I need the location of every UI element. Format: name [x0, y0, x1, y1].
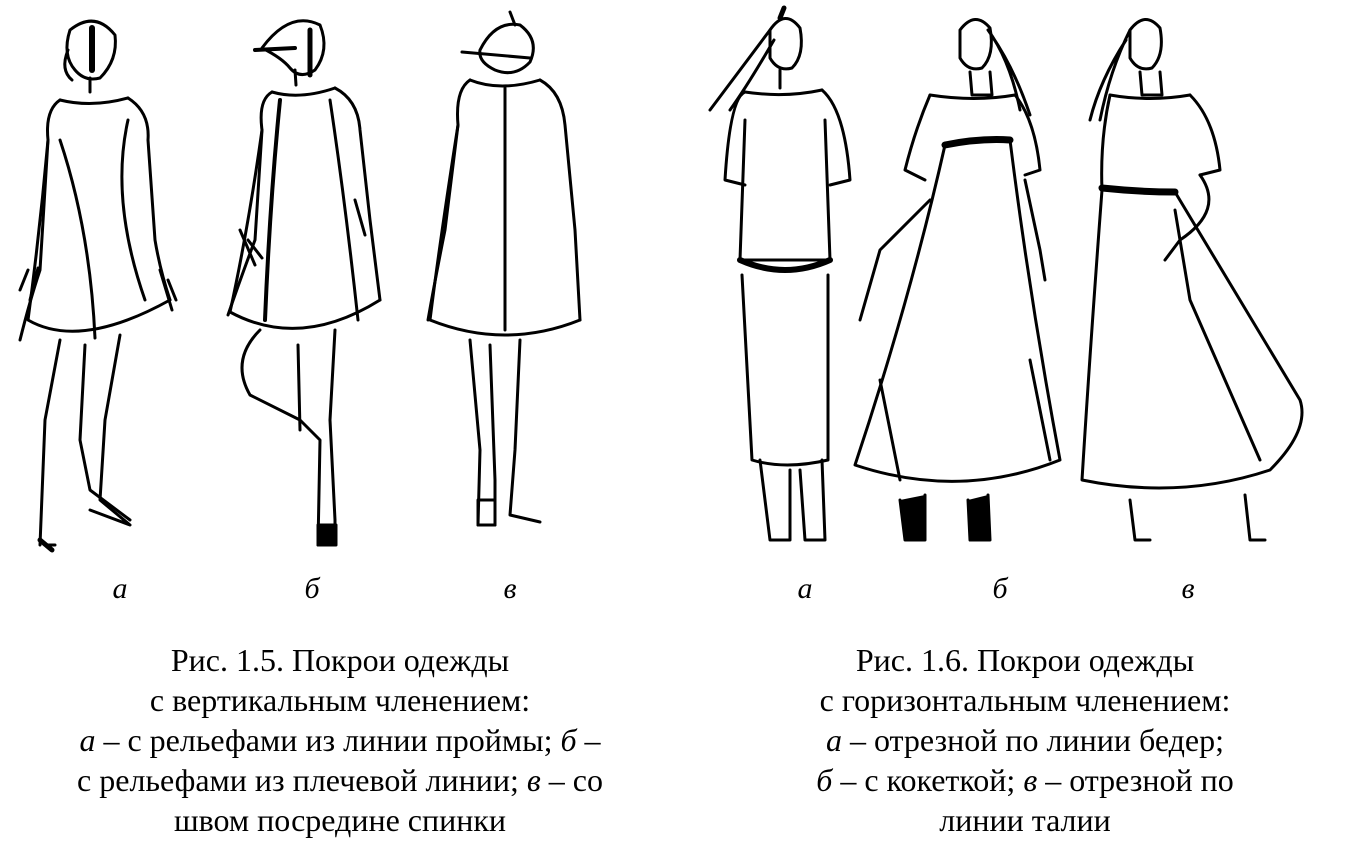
figure-1-6-key-v: в [1023, 762, 1038, 798]
figure-1-5-caption-line4: с рельефами из плечевой линии; в – со [0, 760, 680, 800]
figure-1-5-label-a: а [112, 572, 128, 605]
figure-1-5-key-v: в [526, 762, 541, 798]
figure-1-5-caption: Рис. 1.5. Покрои одежды с вертикальным ч… [0, 640, 680, 840]
figure-1-6-v-drawing [1080, 18, 1304, 542]
figure-1-6-label-a: а [797, 572, 813, 605]
figure-1-5-a-drawing [18, 19, 178, 553]
figure-1-6-desc-v-start: – отрезной по [1037, 762, 1234, 798]
figure-1-6-label-v: в [1181, 572, 1195, 605]
figure-1-5-label-v: в [503, 572, 517, 605]
figure-1-5-desc-b: с рельефами из плечевой линии; [77, 762, 527, 798]
figure-1-5-caption-line5: швом посредине спинки [173, 802, 507, 838]
figure-1-6-key-a: а [825, 722, 842, 758]
figure-1-6-b-drawing [853, 18, 1062, 542]
figure-1-6-caption-line5: линии талии [939, 802, 1111, 838]
figure-1-6-a-drawing [708, 5, 852, 542]
figure-1-6-caption: Рис. 1.6. Покрои одежды с горизонтальным… [700, 640, 1350, 840]
figure-1-5-caption-title: Рис. 1.5. Покрои одежды [170, 642, 510, 678]
figure-1-5-caption-subtitle: с вертикальным членением: [149, 682, 531, 718]
figure-1-6-caption-line3: а – отрезной по линии бедер; [700, 720, 1350, 760]
figure-1-5-key-b: б [560, 722, 577, 758]
figure-1-5-dash: – [576, 722, 601, 758]
figure-1-5-desc-a: – с рельефами из линии проймы; [95, 722, 561, 758]
figure-1-6-caption-line4: б – с кокеткой; в – отрезной по [700, 760, 1350, 800]
figure-1-5-b-drawing [226, 19, 382, 547]
figure-1-6-key-b: б [816, 762, 833, 798]
figure-1-5-v-drawing [426, 10, 582, 527]
figure-1-5-label-b: б [304, 572, 320, 605]
figure-1-6-desc-b: – с кокеткой; [832, 762, 1024, 798]
figure-1-6-label-b: б [992, 572, 1008, 605]
figure-1-6-desc-a: – отрезной по линии бедер; [841, 722, 1225, 758]
figure-1-5-caption-line3: а – с рельефами из линии проймы; б – [0, 720, 680, 760]
figure-1-5-desc-v-start: – со [540, 762, 603, 798]
figure-1-6-caption-subtitle: с горизонтальным членением: [819, 682, 1231, 718]
figure-1-6-caption-title: Рис. 1.6. Покрои одежды [855, 642, 1195, 678]
illustration-area [18, 5, 1304, 553]
figure-1-5-key-a: а [79, 722, 96, 758]
